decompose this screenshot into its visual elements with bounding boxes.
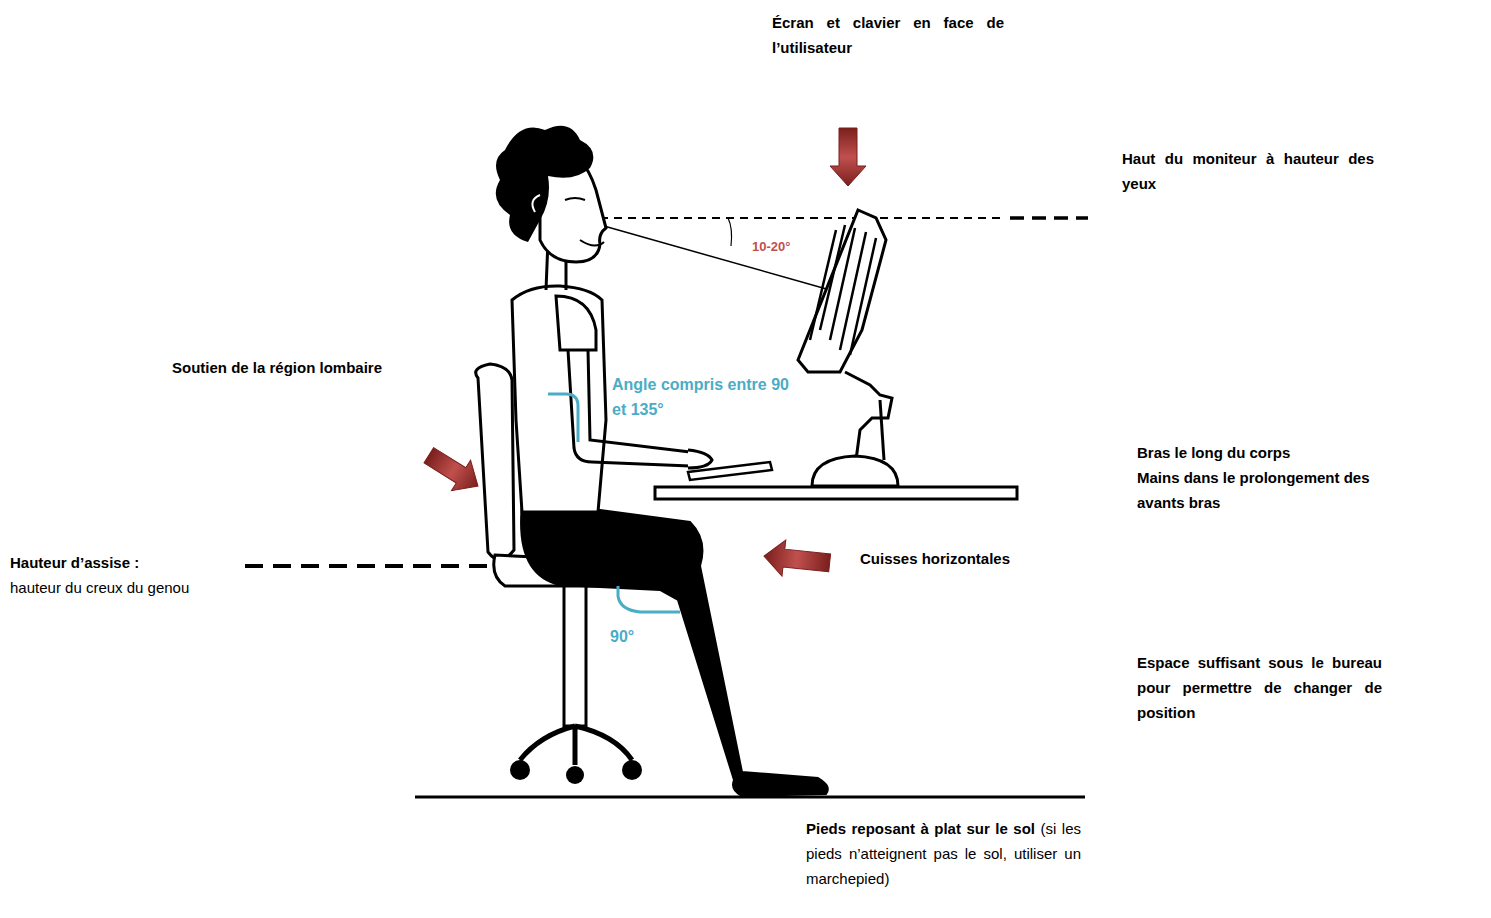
knee-angle-mark: [618, 586, 680, 612]
hip-angle-mark: [548, 394, 578, 442]
pointer-arrow: [830, 128, 866, 186]
annotation-label: Hauteur d’assise :: [10, 550, 230, 575]
annotation-label: Bras le long du corps: [1137, 440, 1387, 465]
annotation-label: Haut du moniteur à hauteur des yeux: [1122, 146, 1374, 196]
annotation-label: Espace suffisant sous le bureau pour per…: [1137, 650, 1382, 725]
pointer-arrow: [419, 440, 487, 501]
annotation-label: Pieds reposant à plat sur le sol: [806, 820, 1035, 837]
annotation-block: Pieds reposant à plat sur le sol (si les…: [806, 816, 1081, 891]
annotation-label: 10-20°: [752, 234, 832, 259]
eye-level-line: [600, 217, 1000, 219]
pointer-arrow: [762, 538, 831, 581]
annotation-label: Cuisses horizontales: [860, 546, 1090, 571]
seated-person: [496, 126, 828, 796]
annotation-label: Mains dans le prolongement des avants br…: [1137, 465, 1382, 515]
annotation-label: Écran et clavier en face de l’utilisateu…: [772, 10, 1004, 60]
annotation-label: 90°: [610, 624, 670, 649]
annotation-label: Soutien de la région lombaire: [172, 355, 387, 380]
desk: [655, 487, 1017, 499]
angle-arc: [728, 218, 732, 246]
annotation-label: hauteur du creux du genou: [10, 575, 225, 600]
sight-line: [604, 226, 830, 290]
annotation-label: Angle compris entre 90 et 135°: [612, 372, 797, 422]
monitor: [798, 210, 898, 486]
seat-height-line: [245, 564, 495, 568]
eye-level-line: [1010, 216, 1088, 220]
